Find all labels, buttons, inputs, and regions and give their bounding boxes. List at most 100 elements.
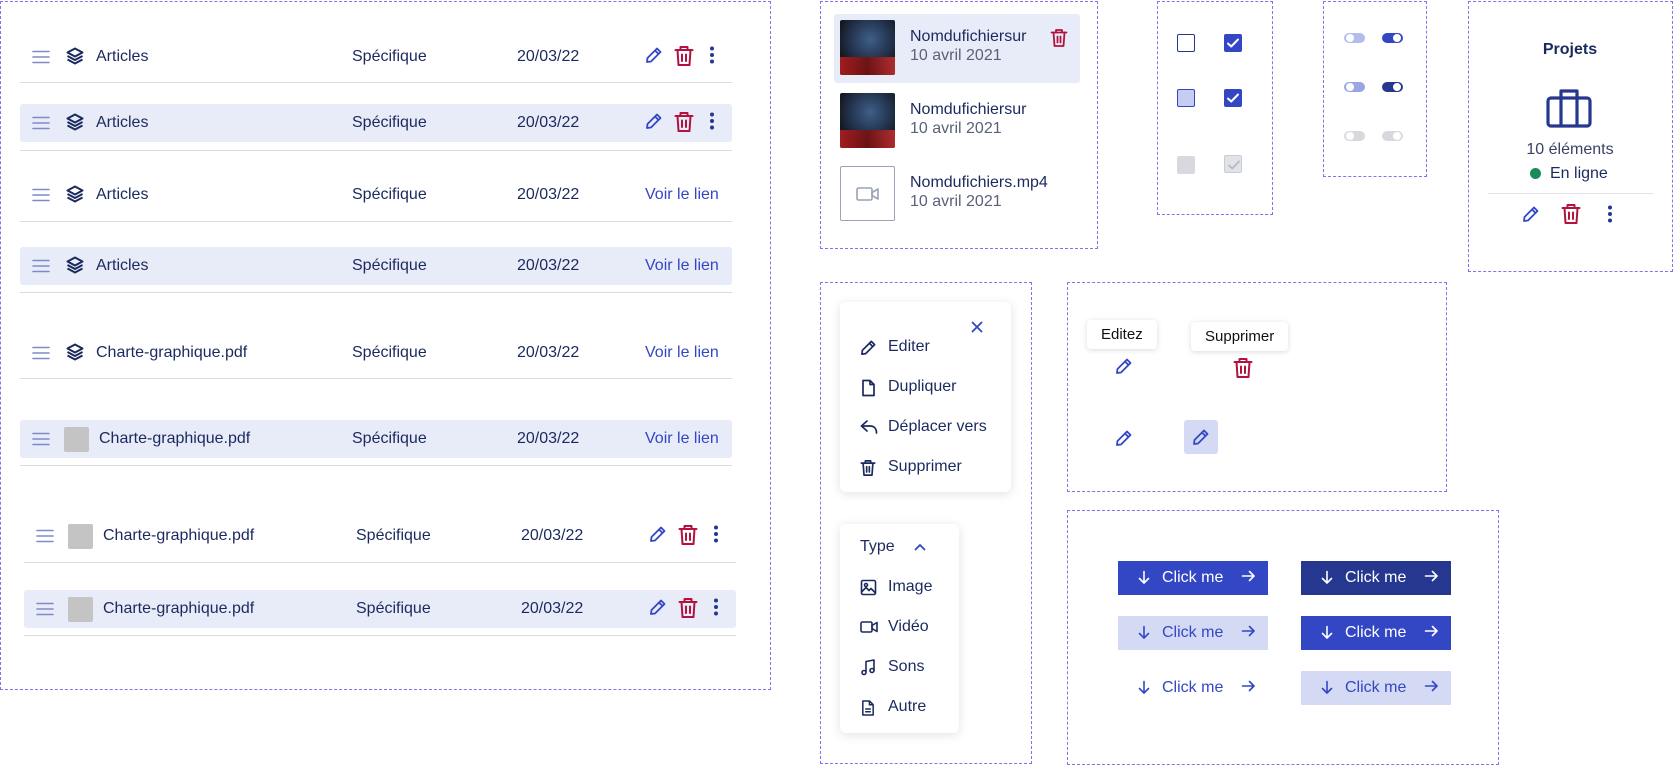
file-row[interactable]: Charte-graphique.pdf Spécifique 20/03/22… <box>20 334 732 372</box>
file-date: 20/03/22 <box>517 430 580 447</box>
menu-item-label: Supprimer <box>888 458 962 475</box>
checkbox-indeterminate-hover[interactable] <box>1177 89 1195 107</box>
trash-icon[interactable] <box>674 45 694 67</box>
file-thumbnail <box>68 597 93 622</box>
row-divider <box>20 378 732 379</box>
filter-item-label: Image <box>888 578 933 595</box>
pencil-icon[interactable] <box>649 525 667 543</box>
menu-item-label: Editer <box>888 338 930 355</box>
media-item[interactable]: Nomdufichiersur 10 avril 2021 <box>834 14 1080 83</box>
file-date: 20/03/22 <box>517 186 580 203</box>
more-vertical-icon[interactable] <box>1607 205 1613 223</box>
file-row[interactable]: Charte-graphique.pdf Spécifique 20/03/22 <box>24 517 736 555</box>
more-vertical-icon[interactable] <box>713 598 719 616</box>
filter-item-label: Vidéo <box>888 618 929 635</box>
media-item[interactable]: Nomdufichiers.mp4 10 avril 2021 <box>834 160 1080 229</box>
frame-file-list <box>0 1 771 690</box>
more-vertical-icon[interactable] <box>709 46 715 64</box>
drag-handle-icon[interactable] <box>36 602 54 616</box>
close-icon[interactable] <box>971 321 983 333</box>
toggle-off[interactable] <box>1344 33 1365 43</box>
click-me-button[interactable]: Click me <box>1301 671 1451 705</box>
pencil-icon[interactable] <box>1522 205 1540 223</box>
row-divider <box>20 292 732 293</box>
arrow-down-icon <box>1321 625 1333 639</box>
click-me-button[interactable]: Click me <box>1301 616 1451 650</box>
file-type: Spécifique <box>352 114 427 131</box>
media-title: Nomdufichiersur <box>910 101 1027 118</box>
more-vertical-icon[interactable] <box>713 525 719 543</box>
drag-handle-icon[interactable] <box>32 116 50 130</box>
drag-handle-icon[interactable] <box>32 432 50 446</box>
click-me-button[interactable]: Click me <box>1118 561 1268 595</box>
row-divider <box>24 562 736 563</box>
file-name: Articles <box>96 114 149 131</box>
file-name: Charte-graphique.pdf <box>103 527 255 544</box>
click-me-button[interactable]: Click me <box>1301 561 1451 595</box>
more-vertical-icon[interactable] <box>709 112 715 130</box>
drag-handle-icon[interactable] <box>32 346 50 360</box>
toggle-on-hover[interactable] <box>1382 82 1403 92</box>
file-type: Spécifique <box>352 48 427 65</box>
pencil-button-hover[interactable] <box>1184 420 1218 454</box>
file-name: Articles <box>96 186 149 203</box>
trash-icon[interactable] <box>678 597 698 619</box>
file-row[interactable]: Articles Spécifique 20/03/22 <box>20 38 732 76</box>
file-type: Spécifique <box>356 527 431 544</box>
button-label: Click me <box>1345 679 1407 696</box>
file-date: 20/03/22 <box>521 527 584 544</box>
trash-icon[interactable] <box>1233 357 1253 379</box>
toggle-on[interactable] <box>1382 33 1403 43</box>
checkbox-checked-hover[interactable] <box>1224 89 1242 107</box>
trash-icon[interactable] <box>678 524 698 546</box>
pencil-icon[interactable] <box>645 112 663 130</box>
arrow-down-icon <box>1138 570 1150 584</box>
arrow-down-icon <box>1138 680 1150 694</box>
file-row[interactable]: Articles Spécifique 20/03/22 <box>20 104 732 142</box>
layers-icon <box>66 113 84 131</box>
media-item[interactable]: Nomdufichiersur 10 avril 2021 <box>834 87 1080 156</box>
row-divider <box>20 82 732 83</box>
file-row[interactable]: Charte-graphique.pdf Spécifique 20/03/22… <box>20 420 732 458</box>
drag-handle-icon[interactable] <box>32 50 50 64</box>
button-label: Click me <box>1162 679 1224 696</box>
view-link[interactable]: Voir le lien <box>645 430 719 447</box>
frame-tooltips <box>1067 282 1447 492</box>
checkbox-disabled-checked <box>1224 155 1242 173</box>
pencil-icon[interactable] <box>645 46 663 64</box>
filter-menu: Type Image Vidéo Sons Autre <box>840 524 959 733</box>
pencil-icon[interactable] <box>649 598 667 616</box>
file-type: Spécifique <box>356 600 431 617</box>
click-me-button[interactable]: Click me <box>1118 616 1268 650</box>
trash-icon[interactable] <box>1561 203 1581 225</box>
view-link[interactable]: Voir le lien <box>645 257 719 274</box>
file-date: 20/03/22 <box>517 48 580 65</box>
trash-icon[interactable] <box>1050 28 1068 48</box>
toggle-off-hover[interactable] <box>1344 82 1365 92</box>
arrow-down-icon <box>1321 680 1333 694</box>
drag-handle-icon[interactable] <box>32 188 50 202</box>
file-row[interactable]: Articles Spécifique 20/03/22 Voir le lie… <box>20 176 732 214</box>
drag-handle-icon[interactable] <box>32 259 50 273</box>
view-link[interactable]: Voir le lien <box>645 344 719 361</box>
pencil-icon[interactable] <box>1115 357 1133 375</box>
project-title: Projets <box>1542 41 1598 58</box>
checkbox-unchecked[interactable] <box>1177 34 1195 52</box>
pencil-icon[interactable] <box>1115 429 1133 447</box>
file-row[interactable]: Articles Spécifique 20/03/22 Voir le lie… <box>20 247 732 285</box>
media-thumbnail-video <box>840 166 895 221</box>
video-icon <box>856 185 880 203</box>
file-date: 20/03/22 <box>521 600 584 617</box>
arrow-right-icon <box>1424 625 1438 637</box>
trash-icon[interactable] <box>674 111 694 133</box>
file-type: Spécifique <box>352 430 427 447</box>
drag-handle-icon[interactable] <box>36 529 54 543</box>
row-divider <box>20 150 732 151</box>
file-row[interactable]: Charte-graphique.pdf Spécifique 20/03/22 <box>24 590 736 628</box>
checkbox-checked[interactable] <box>1224 34 1242 52</box>
arrow-right-icon <box>1241 680 1255 692</box>
frame-media-list <box>820 1 1098 249</box>
click-me-button[interactable]: Click me <box>1118 671 1268 705</box>
view-link[interactable]: Voir le lien <box>645 186 719 203</box>
layers-icon <box>66 185 84 203</box>
